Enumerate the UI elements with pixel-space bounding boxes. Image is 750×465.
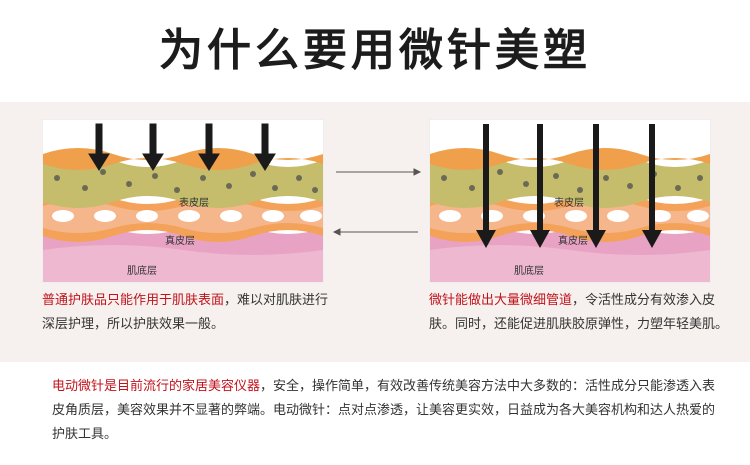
bottom-paragraph: 电动微针是目前流行的家居美容仪器，安全，操作简单，有效改善传统美容方法中大多数的… <box>52 375 722 447</box>
skin-diagram-right: 表皮层 真皮层 肌底层 <box>429 119 711 283</box>
left-description-text: ，难以对肌肤进行深层护理，所以护肤效果一般。 <box>42 293 329 332</box>
right-description: 微针能做出大量微细管道，令活性成分有效渗入皮肤。同时，还能促进肌肤胶原弹性，力塑… <box>429 289 729 337</box>
skin-diagram-left: 表皮层 真皮层 肌底层 <box>42 119 324 283</box>
dermis-label: 真皮层 <box>558 236 588 247</box>
muscle-label: 肌底层 <box>127 266 157 277</box>
bottom-highlight: 电动微针是目前流行的家居美容仪器 <box>52 379 261 394</box>
page-title: 为什么要用微针美塑 <box>159 25 591 76</box>
skin-layers-illustration <box>43 123 323 282</box>
right-description-text: ，令活性成分有效渗入皮肤。同时，还能促进肌肤胶原弹性，力塑年轻美肌。 <box>429 293 729 332</box>
epidermis-label: 表皮层 <box>554 198 584 209</box>
right-description-highlight: 微针能做出大量微细管道 <box>429 293 573 308</box>
transition-arrows <box>332 168 422 236</box>
bottom-text: ，安全，操作简单，有效改善传统美容方法中大多数的：活性成分只能渗透入表皮角质层，… <box>52 379 716 442</box>
dermis-label: 真皮层 <box>165 236 195 247</box>
left-description: 普通护肤品只能作用于肌肤表面，难以对肌肤进行深层护理，所以护肤效果一般。 <box>42 289 332 337</box>
microneedle-layers-illustration <box>430 124 710 282</box>
left-description-highlight: 普通护肤品只能作用于肌肤表面 <box>42 293 225 308</box>
epidermis-label: 表皮层 <box>179 198 209 209</box>
muscle-label: 肌底层 <box>514 266 544 277</box>
